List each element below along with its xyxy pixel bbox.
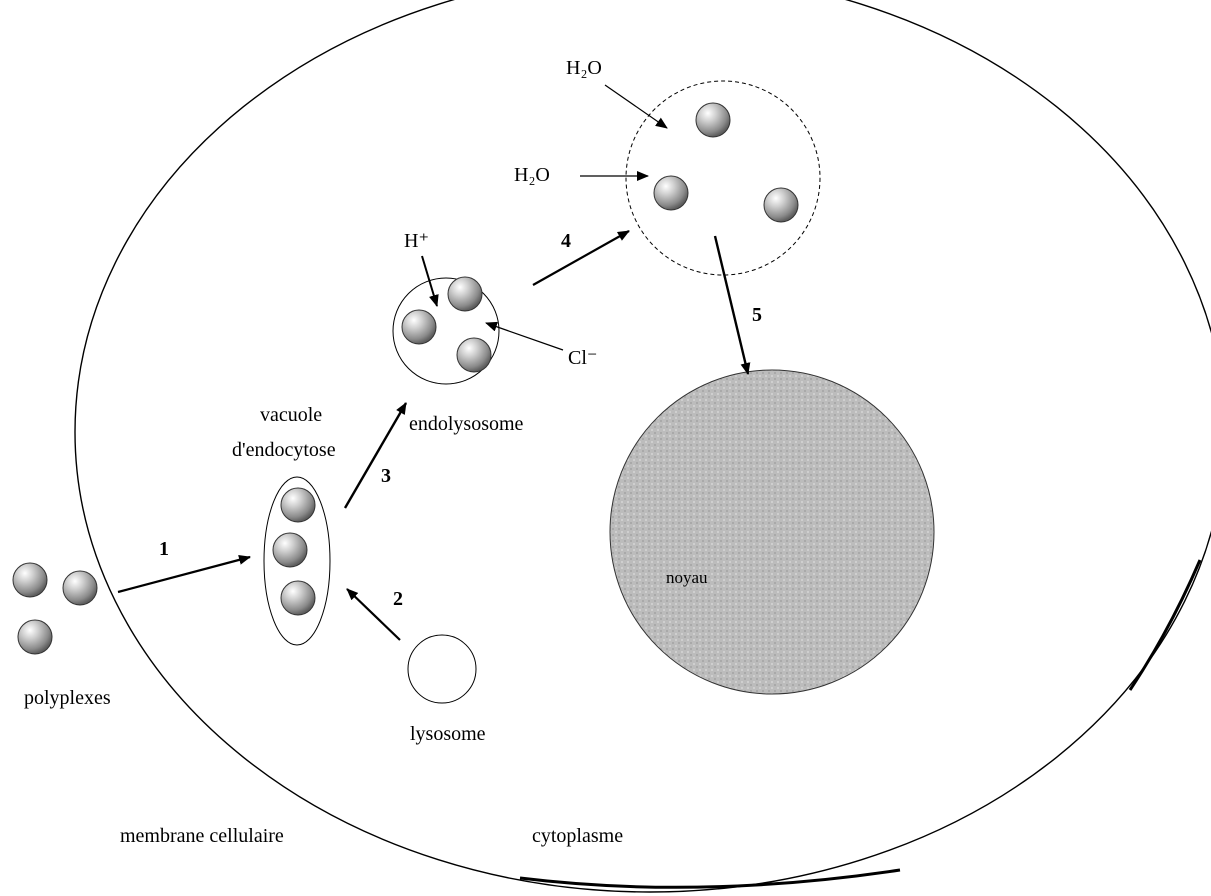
polyplex-sphere xyxy=(654,176,688,210)
polyplex-sphere xyxy=(764,188,798,222)
step-5-arrow xyxy=(715,236,748,374)
h-plus-label: H⁺ xyxy=(404,230,429,252)
step-2-number: 2 xyxy=(393,588,403,610)
lysosome xyxy=(408,635,476,703)
step-3-arrow xyxy=(345,403,406,508)
polyplex-sphere xyxy=(402,310,436,344)
polyplex-sphere xyxy=(448,277,482,311)
step-4-number: 4 xyxy=(561,230,571,252)
lysosome-label: lysosome xyxy=(410,723,486,745)
polyplex-sphere xyxy=(696,103,730,137)
polyplex-sphere xyxy=(281,488,315,522)
polyplex-sphere xyxy=(63,571,97,605)
h-plus-arrow xyxy=(422,256,437,306)
endolysosome-label: endolysosome xyxy=(409,413,524,435)
nucleus xyxy=(610,370,934,694)
noyau-label: noyau xyxy=(666,568,708,587)
polyplexes-label: polyplexes xyxy=(24,687,111,709)
membrane-thick-segment-right xyxy=(1130,560,1200,690)
cl-minus-label: Cl⁻ xyxy=(568,347,597,369)
step-1-arrow xyxy=(118,557,250,592)
step-1-number: 1 xyxy=(159,538,169,560)
membrane-thick-segment xyxy=(520,870,900,887)
cytoplasme-label: cytoplasme xyxy=(532,825,623,847)
polyplex-sphere xyxy=(13,563,47,597)
polyplex-sphere xyxy=(457,338,491,372)
vacuole-label-line1: vacuole xyxy=(260,404,322,426)
polyplex-sphere xyxy=(281,581,315,615)
h2o-top-label: H₂O xyxy=(566,57,602,79)
h2o-top-arrow xyxy=(605,85,667,128)
step-3-number: 3 xyxy=(381,465,391,487)
polyplex-sphere xyxy=(273,533,307,567)
step-4-arrow xyxy=(533,231,629,285)
vacuole-label-line2: d'endocytose xyxy=(232,439,336,461)
h2o-mid-label: H₂O xyxy=(514,164,550,186)
membrane-label: membrane cellulaire xyxy=(120,825,284,847)
step-5-number: 5 xyxy=(752,304,762,326)
polyplex-sphere xyxy=(18,620,52,654)
cl-minus-arrow xyxy=(486,323,563,350)
